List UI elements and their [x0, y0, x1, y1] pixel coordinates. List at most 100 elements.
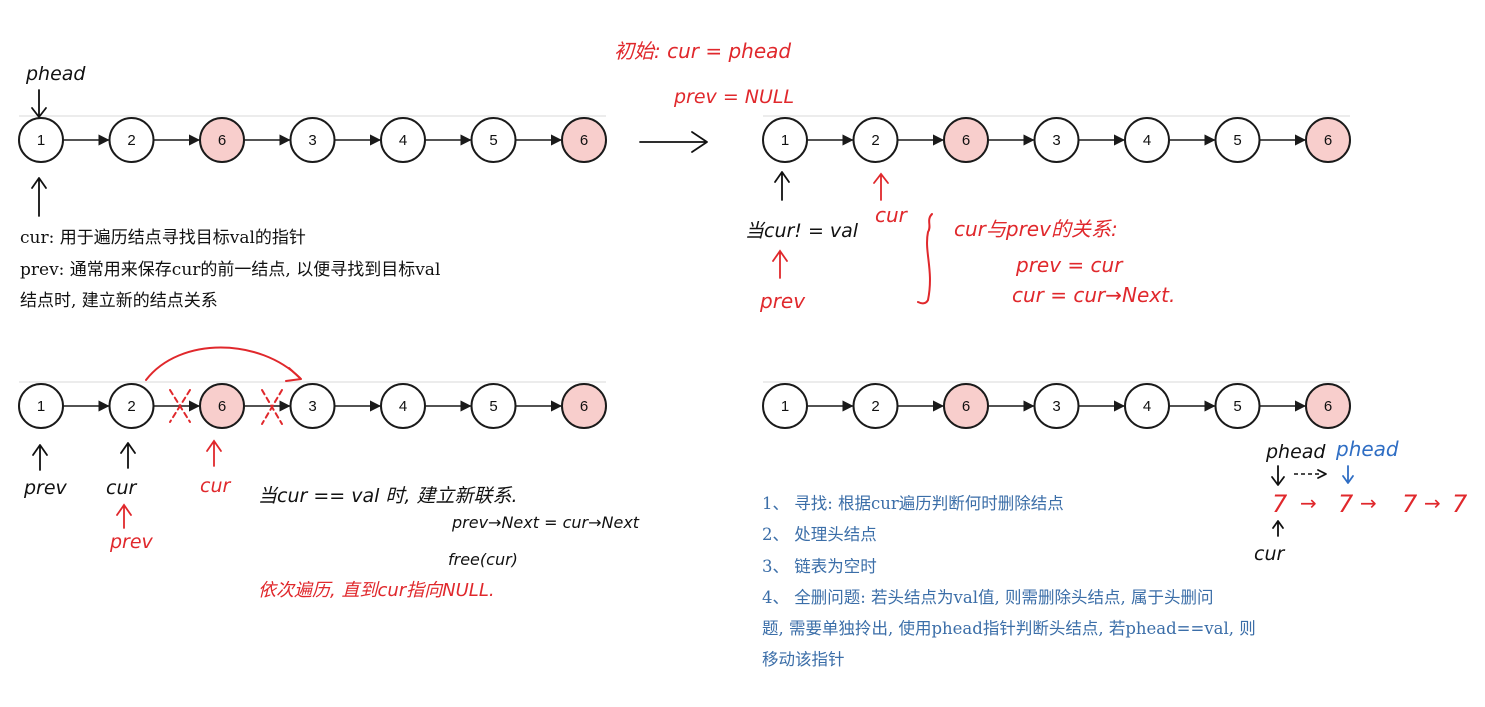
prev-under-cur-arrow — [116, 503, 132, 529]
code-line-link: prev→Next = cur→Next — [451, 513, 640, 532]
list-node-value: 3 — [308, 398, 316, 415]
prev-description: prev: 通常用来保存cur的前一结点, 以便寻找到目标val — [20, 260, 440, 280]
list-node-value: 6 — [580, 398, 588, 415]
list-node-value: 2 — [127, 132, 135, 149]
list-node-value: 2 — [127, 398, 135, 415]
prev-description-cont: 结点时, 建立新的结点关系 — [20, 291, 218, 311]
cur-label: cur — [106, 477, 137, 499]
list-node-value: 5 — [489, 398, 497, 415]
cur-red-label: cur — [875, 203, 909, 227]
arrow-sym-3: → — [1424, 491, 1441, 515]
cond-not-equal-label: 当cur! = val — [745, 220, 859, 242]
list-node-value: 4 — [1143, 398, 1151, 415]
seven-2: 7 — [1338, 490, 1354, 518]
cond-equal-label: 当cur == val 时, 建立新联系. — [258, 485, 518, 507]
init-cur-label: 初始: cur = phead — [614, 39, 791, 63]
relation-title: cur与prev的关系: — [954, 217, 1118, 241]
cur-label-sevens: cur — [1254, 543, 1285, 565]
list-node-value: 6 — [218, 132, 226, 149]
cur-arrow-sevens — [1272, 520, 1284, 537]
note-4-cont: 题, 需要单独拎出, 使用phead指针判断头结点, 若phead==val, … — [762, 619, 1256, 638]
cut-mark-right — [261, 389, 283, 425]
seven-3: 7 — [1402, 490, 1418, 518]
list-node-value: 2 — [871, 398, 879, 415]
phead-label: phead — [25, 63, 86, 85]
list-node-value: 4 — [399, 398, 407, 415]
phead-blue-arrow — [1342, 465, 1354, 484]
note-4-end: 移动该指针 — [762, 650, 845, 669]
note-2: 2、 处理头结点 — [762, 525, 877, 544]
cur-pointer-arrow — [31, 177, 47, 217]
cur-red-arrow — [873, 172, 889, 201]
brace-mark — [917, 213, 933, 305]
phead-black-arrow — [1271, 465, 1285, 486]
prev-label: prev — [23, 477, 68, 499]
list-node — [470, 117, 517, 163]
list-node — [852, 383, 899, 429]
list-node — [470, 383, 517, 429]
list-node-value: 6 — [218, 398, 226, 415]
list-node — [762, 117, 808, 163]
list-node-value: 2 — [871, 132, 879, 149]
list-node — [18, 117, 64, 163]
cur-description: cur: 用于遍历结点寻找目标val的指针 — [20, 228, 306, 248]
list-node — [1124, 117, 1170, 163]
phead-move-arrowhead — [1317, 469, 1327, 479]
relation-line2: cur = cur→Next. — [1012, 283, 1175, 307]
list-node-value: 6 — [962, 398, 970, 415]
list-node — [18, 383, 64, 429]
code-line-free: free(cur) — [448, 550, 518, 569]
list-node-value: 3 — [308, 132, 316, 149]
list-node-target — [943, 117, 989, 163]
bypass-curve-arrow — [145, 346, 301, 381]
list-node — [289, 383, 336, 429]
list-node-value: 6 — [1324, 398, 1332, 415]
list-node — [852, 117, 899, 163]
list-node-value: 1 — [37, 398, 45, 415]
seven-1: 7 — [1272, 490, 1288, 518]
list-node — [108, 117, 155, 163]
list-node-target — [561, 117, 607, 163]
init-prev-label: prev = NULL — [673, 86, 794, 108]
list-node-value: 1 — [781, 398, 789, 415]
transition-arrow — [639, 131, 708, 153]
list-node-value: 5 — [1233, 398, 1241, 415]
list-node — [1214, 383, 1261, 429]
prev-arrow — [32, 444, 48, 471]
list-node-value: 4 — [399, 132, 407, 149]
list-node-value: 1 — [781, 132, 789, 149]
list-node — [1214, 117, 1261, 163]
list-node-value: 5 — [1233, 132, 1241, 149]
list-node — [762, 383, 808, 429]
list-node-value: 5 — [489, 132, 497, 149]
relation-line1: prev = cur — [1015, 253, 1124, 277]
list-node-value: 6 — [580, 132, 588, 149]
panel-top-left: phead cur: 用于遍历结点寻找目标val的指针 prev: 通常用来保存… — [20, 63, 440, 311]
list-node-value: 6 — [962, 132, 970, 149]
panel-top-right: 初始: cur = phead prev = NULL 当cur! = val … — [614, 39, 1175, 313]
list-node-target — [199, 117, 245, 163]
phead-arrow — [31, 89, 47, 118]
arrow-sym-1: → — [1300, 491, 1317, 515]
list-node-target — [561, 383, 607, 429]
bypass-arrowhead — [285, 367, 302, 382]
cur-arrow — [120, 442, 136, 469]
panel-bottom-left: prev cur prev cur 当cur == val 时, 建立新联系. … — [23, 346, 640, 601]
node1-arrow — [774, 171, 790, 201]
prev-red-arrow — [772, 249, 788, 279]
note-1: 1、 寻找: 根据cur遍历判断何时删除结点 — [762, 494, 1064, 513]
note-4: 4、 全删问题: 若头结点为val值, 则需删除头结点, 属于头删问 — [762, 588, 1213, 607]
list-node-target — [1305, 117, 1351, 163]
prev-under-cur-label: prev — [109, 531, 154, 553]
arrow-sym-2: → — [1360, 491, 1377, 515]
panel-bottom-right: phead phead 7 → 7 → 7 → 7 cur 1、 寻找: 根据c… — [762, 437, 1468, 669]
cur-red-label-bottom: cur — [200, 475, 231, 497]
list-node — [1033, 117, 1080, 163]
note-3: 3、 链表为空时 — [762, 557, 877, 576]
cur-red-arrow-bottom — [206, 439, 222, 467]
loop-note: 依次遍历, 直到cur指向NULL. — [258, 580, 495, 601]
list-node — [1033, 383, 1080, 429]
list-node — [380, 117, 426, 163]
